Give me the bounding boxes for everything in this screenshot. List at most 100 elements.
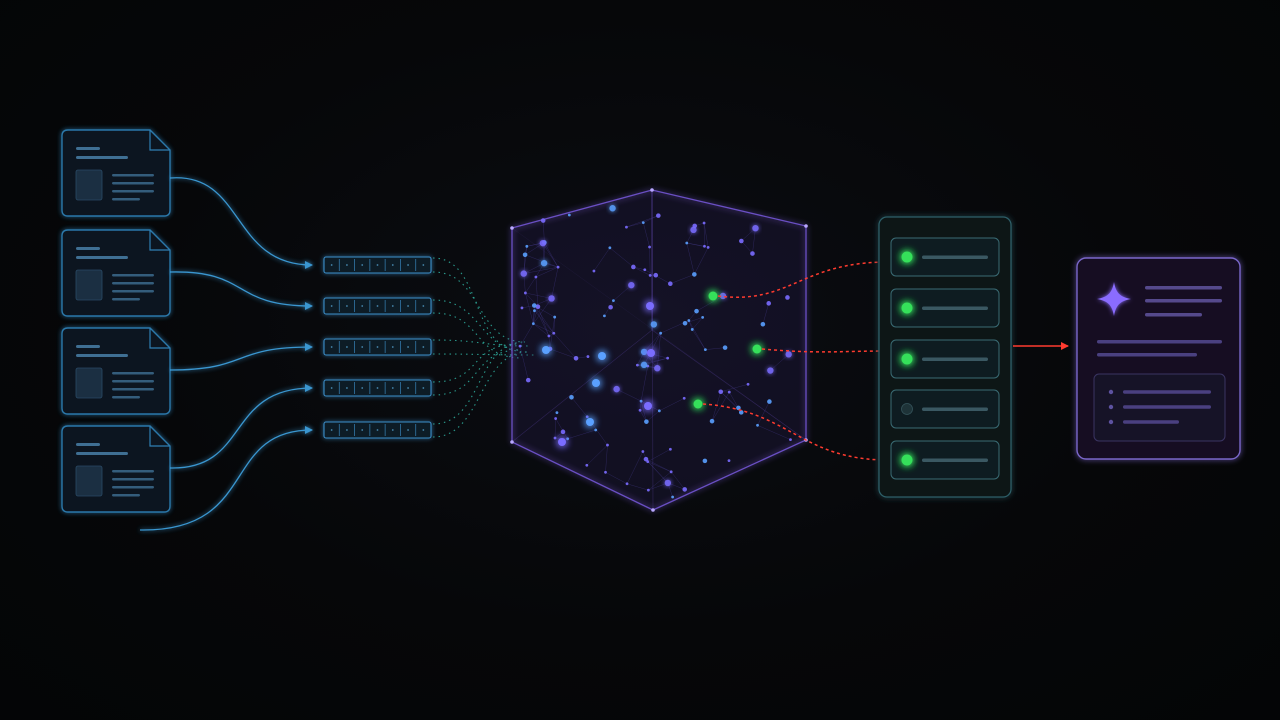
chunk-cell-dot: [346, 264, 348, 266]
chunk-cell-dot: [391, 264, 394, 266]
chunk-cell-dot: [376, 305, 379, 307]
vector-node: [654, 365, 661, 372]
graph-edge: [644, 357, 668, 366]
vector-node: [668, 281, 673, 287]
graph-edge: [692, 317, 703, 330]
vector-node: [668, 447, 672, 451]
graph-edge: [711, 391, 730, 422]
graph-edge: [542, 220, 545, 243]
cube-graph-nodes: [518, 205, 792, 499]
graph-edge: [534, 310, 555, 334]
match-status-dot: [901, 454, 913, 466]
vector-node: [767, 367, 774, 374]
answer-card: [1076, 257, 1241, 460]
cube-vertex: [510, 440, 514, 444]
chunk-cell-dot: [361, 429, 364, 431]
chunk-cell-dot: [376, 429, 379, 431]
vector-node: [640, 361, 648, 369]
vector-node-highlight: [592, 379, 600, 387]
vector-node: [554, 417, 558, 420]
vector-node: [719, 292, 727, 300]
document-line: [112, 486, 154, 489]
chunk-cell-dot: [391, 305, 394, 307]
document-image-block: [75, 269, 103, 301]
vector-node-highlight: [558, 438, 566, 446]
vector-node: [638, 408, 642, 412]
vector-node: [566, 437, 570, 441]
vector-node: [727, 459, 731, 463]
document-line: [112, 388, 154, 391]
document-icon: [61, 129, 171, 217]
vector-node: [539, 239, 547, 247]
document-line: [76, 443, 100, 446]
vector-node: [682, 396, 686, 400]
graph-edge: [639, 401, 642, 411]
chunk-cell-dot: [361, 346, 364, 348]
cube-vertex: [804, 224, 808, 228]
vector-node: [522, 252, 528, 258]
source-bullet: [1108, 419, 1114, 425]
graph-edge: [523, 273, 526, 293]
document-image-block: [75, 367, 103, 399]
cube-edge: [651, 329, 807, 441]
document-icon: [61, 327, 171, 415]
graph-edge: [643, 351, 658, 369]
vector-node: [534, 275, 538, 279]
chunk-cell-dot: [361, 264, 364, 266]
answer-text-line: [1145, 286, 1222, 290]
graph-edge: [523, 266, 559, 274]
cube-vertex: [510, 226, 514, 230]
graph-edge: [593, 247, 611, 272]
graph-edge: [626, 451, 644, 484]
vector-node: [594, 428, 598, 432]
embedding-dotted-flow: [432, 351, 529, 438]
embedding-dotted-flow: [432, 271, 526, 343]
document-line: [76, 147, 100, 150]
graph-edge: [720, 391, 739, 409]
document-to-chunk-flows: [139, 177, 313, 531]
retrieved-result-item: [890, 288, 1000, 328]
graph-edge: [752, 228, 756, 254]
retrieved-result-item: [890, 339, 1000, 379]
document-line: [112, 470, 154, 473]
document-fold: [149, 328, 170, 349]
vector-node: [752, 224, 759, 232]
chunk-cell-dot: [422, 305, 425, 307]
document-line: [76, 247, 100, 250]
vector-node: [722, 345, 728, 350]
vector-node: [553, 315, 557, 319]
vector-node: [785, 295, 790, 300]
result-text-line: [922, 458, 988, 462]
text-chunk: [323, 421, 432, 439]
vector-node: [560, 429, 566, 435]
retrieval-arrow: [761, 347, 889, 356]
graph-edge: [762, 303, 769, 325]
graph-edge: [705, 347, 726, 350]
cube-vertex: [651, 508, 655, 512]
vector-node: [640, 348, 648, 356]
graph-edge: [645, 458, 672, 473]
graph-edge: [605, 472, 628, 485]
graph-edge: [643, 222, 650, 248]
graph-edge: [549, 348, 577, 359]
vector-node: [531, 322, 535, 326]
graph-edge: [646, 410, 660, 422]
chunk-cell-dot: [376, 346, 379, 348]
vector-node: [518, 344, 522, 348]
vector-node-highlight: [646, 302, 654, 310]
document-image-block: [75, 465, 103, 497]
vector-node: [653, 272, 659, 278]
vector-node: [604, 470, 607, 474]
result-text-line: [922, 407, 988, 411]
vector-node: [625, 225, 628, 229]
chunk-cell-dot: [391, 429, 394, 431]
vector-node: [656, 213, 661, 218]
graph-edge: [533, 305, 535, 324]
vector-node: [760, 321, 766, 327]
flow-arrow: [169, 177, 313, 269]
retrieved-result-item: [890, 237, 1000, 277]
graph-edge: [688, 320, 693, 330]
retrieved-results-panel: [878, 216, 1069, 498]
chunk-cell-dot: [330, 305, 333, 307]
chunk-cell-dot: [330, 429, 333, 431]
